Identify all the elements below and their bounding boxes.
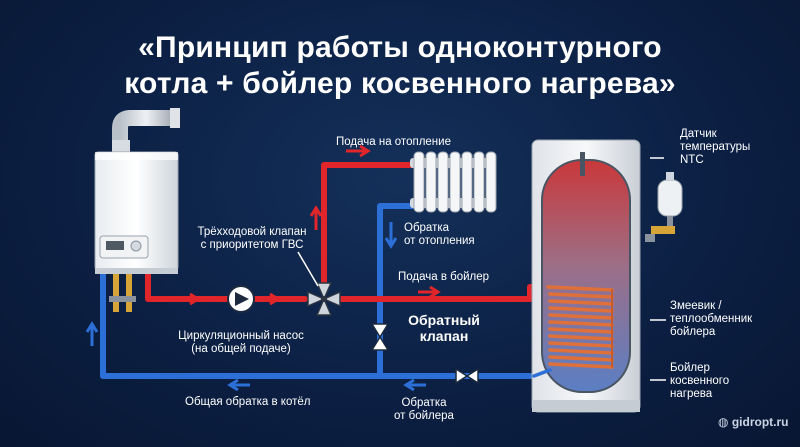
three-way-valve [307,282,341,316]
title-line-2: котла + бойлер косвенного нагрева» [124,67,676,100]
label-valve-line-1: Трёхходовой клапан [197,226,307,238]
label-check-valve-line-1: Обратный [408,312,480,328]
label-boiler-return: Обратка от бойлера [384,397,464,423]
label-heating-supply: Подача на отопление [336,136,451,148]
arrow-supply-2 [258,292,281,306]
arrow-heating-return-down [384,222,398,249]
arrow-boiler-supply [418,285,441,299]
title-line-1: «Принцип работы одноконтурного [138,31,662,64]
label-ntc-line-3: NTC [680,154,704,166]
label-ntc-line-2: температуры [680,141,751,153]
label-boiler-supply: Подача в бойлер [398,271,490,283]
label-tank-line-3: нагрева [670,388,713,400]
tank-coil [532,285,614,378]
heating-return-pipe [377,203,415,379]
arrow-return-up [85,321,99,346]
label-boiler-return-line-1: Обратка [401,397,447,409]
check-valve [370,323,390,351]
label-heating-return-line-2: от отопления [404,235,475,247]
label-boiler-return-line-2: от бойлера [394,410,454,422]
common-supply-pipe [145,279,308,302]
arrow-boiler-return-left [403,378,426,392]
tank-inner [541,159,631,393]
label-tank: Бойлер косвенного нагрева [670,362,729,401]
watermark-text: gidropt.ru [731,415,789,429]
heating-supply-pipe [321,162,415,291]
label-pump: Циркуляционный насос (на общей подаче) [166,330,316,356]
label-check-valve: Обратный клапан [404,312,484,344]
arrow-supply-1 [178,292,201,306]
radiator [410,151,497,213]
boiler-supply-pipe [337,284,551,302]
label-heating-return-line-1: Обратка [404,222,450,234]
label-coil-line-2: теплообменник [670,313,753,325]
label-pump-line-1: Циркуляционный насос [178,330,304,342]
common-return-pipe [100,279,533,379]
label-check-valve-line-2: клапан [419,328,469,344]
boiler-return-valve [455,367,479,385]
label-coil: Змеевик / теплообменник бойлера [670,300,752,339]
label-ntc-sensor: Датчик температуры NTC [680,128,750,167]
leader-valve [297,251,319,287]
watermark-logo-icon: ◍ [718,415,729,429]
label-coil-line-1: Змеевик / [670,300,722,312]
label-three-way-valve: Трёхходовой клапан с приоритетом ГВС [179,226,325,252]
label-common-return: Общая обратка в котёл [185,396,311,408]
label-tank-line-1: Бойлер [670,362,710,374]
circulation-pump [227,285,255,313]
boiler-display [106,241,124,250]
leader-lines [297,157,666,381]
arrow-heating-top [346,144,371,158]
indirect-tank [531,139,641,413]
flow-arrows [85,144,441,392]
arrow-common-return-left [227,378,250,392]
label-tank-line-2: косвенного [670,375,730,387]
label-ntc-line-1: Датчик [680,128,717,140]
boiler-knob [130,240,142,252]
label-heating-return: Обратка от отопления [404,222,475,248]
flue-pipe [112,110,172,152]
label-coil-line-3: бойлера [670,326,716,338]
label-valve-line-2: с приоритетом ГВС [200,239,304,251]
watermark: ◍ gidropt.ru [718,415,788,429]
expansion-vessel [645,172,683,242]
label-pump-line-2: (на общей подаче) [191,343,291,355]
gas-boiler [94,108,180,312]
arrow-heating-up [309,205,323,230]
